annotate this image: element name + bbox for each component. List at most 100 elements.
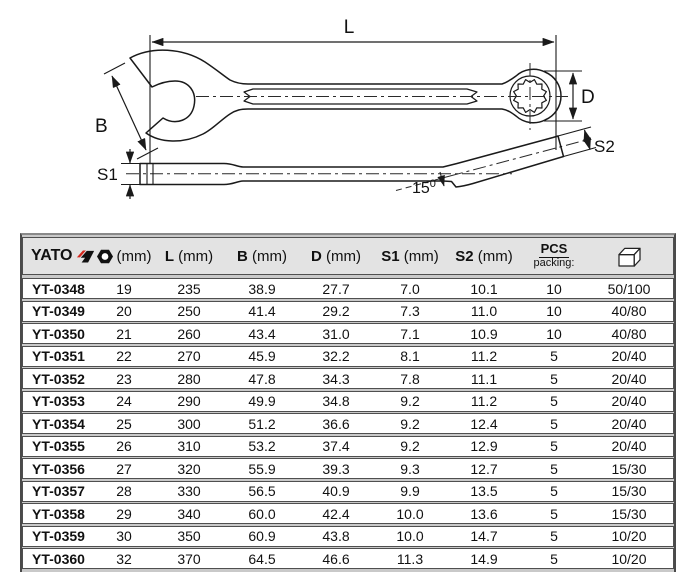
pcs-packing-value: 5 bbox=[550, 505, 558, 522]
carton-qty-value: 20/40 bbox=[611, 370, 647, 387]
s2-mm-value: 12.9 bbox=[470, 438, 498, 454]
d-mm-value: 34.8 bbox=[322, 393, 350, 409]
spec-table: YATO (mm) L (mm) B (mm) D (mm) S1 (mm) S bbox=[20, 233, 676, 572]
extension-lines bbox=[149, 35, 582, 163]
product-code: YT-0352 bbox=[32, 370, 85, 387]
b-mm-value: 43.4 bbox=[248, 325, 276, 342]
carton-qty-value: 10/20 bbox=[611, 528, 647, 544]
d-mm-value: 32.2 bbox=[322, 348, 350, 364]
s2-mm-value: 14.7 bbox=[470, 528, 498, 544]
carton-qty-value: 10/20 bbox=[611, 550, 647, 567]
s2-mm-value: 12.4 bbox=[470, 415, 498, 432]
product-code: YT-0357 bbox=[32, 483, 85, 499]
pcs-packing-value: 5 bbox=[550, 393, 558, 409]
s1-mm-value: 11.3 bbox=[396, 550, 424, 567]
s1-mm-value: 9.2 bbox=[400, 415, 420, 432]
carton-qty-value: 20/40 bbox=[611, 348, 647, 364]
pcs-packing-value: 5 bbox=[550, 550, 558, 567]
label-angle-sup: 0 bbox=[430, 178, 436, 190]
b-mm-value: 56.5 bbox=[248, 483, 276, 499]
label-angle: 15 bbox=[412, 180, 430, 197]
pcs-packing-value: 10 bbox=[546, 280, 562, 297]
size-mm-value: 25 bbox=[116, 415, 132, 432]
b-mm-value: 45.9 bbox=[248, 348, 276, 364]
s1-mm-value: 8.1 bbox=[400, 348, 420, 364]
header-S1: S1 (mm) bbox=[381, 247, 439, 265]
s2-mm-value: 10.1 bbox=[470, 280, 498, 297]
dimension-S2: S2 bbox=[557, 126, 615, 158]
table-row: YT-0358 29 340 60.0 42.4 10.0 13.6 5 15/… bbox=[22, 503, 674, 524]
s2-mm-value: 13.5 bbox=[470, 483, 498, 499]
d-mm-value: 36.6 bbox=[322, 415, 350, 432]
label-L: L bbox=[344, 17, 355, 38]
b-mm-value: 60.9 bbox=[248, 528, 276, 544]
b-mm-value: 64.5 bbox=[248, 550, 276, 567]
product-code: YT-0356 bbox=[32, 460, 85, 477]
header-S2: S2 (mm) bbox=[455, 247, 513, 265]
table-row: YT-0353 24 290 49.9 34.8 9.2 11.2 5 20/4… bbox=[22, 390, 674, 412]
table-row: YT-0359 30 350 60.9 43.8 10.0 14.7 5 10/… bbox=[22, 525, 674, 547]
d-mm-value: 39.3 bbox=[322, 460, 350, 477]
table-row: YT-0355 26 310 53.2 37.4 9.2 12.9 5 20/4… bbox=[22, 435, 674, 457]
table-row: YT-0349 20 250 41.4 29.2 7.3 11.0 10 40/… bbox=[22, 300, 674, 322]
product-code: YT-0349 bbox=[32, 303, 85, 319]
pcs-packing-value: 5 bbox=[550, 483, 558, 499]
s1-mm-value: 7.8 bbox=[400, 370, 420, 387]
yato-logo-text: YATO bbox=[31, 247, 73, 264]
size-mm-value: 30 bbox=[116, 528, 132, 544]
size-mm-value: 27 bbox=[116, 460, 132, 477]
table-header-row: YATO (mm) L (mm) B (mm) D (mm) S1 (mm) S bbox=[22, 237, 674, 275]
l-mm-value: 300 bbox=[177, 415, 201, 432]
dimension-B: B bbox=[95, 62, 159, 160]
d-mm-value: 29.2 bbox=[322, 303, 350, 319]
size-mm-value: 19 bbox=[116, 280, 132, 297]
d-mm-value: 46.6 bbox=[322, 550, 350, 567]
size-mm-value: 32 bbox=[116, 550, 132, 567]
dimension-D: D bbox=[568, 72, 595, 120]
b-mm-value: 55.9 bbox=[248, 460, 276, 477]
svg-text:150: 150 bbox=[412, 178, 436, 197]
s1-mm-value: 9.3 bbox=[400, 460, 420, 477]
d-mm-value: 27.7 bbox=[322, 280, 350, 297]
s2-mm-value: 11.0 bbox=[470, 303, 498, 319]
s1-mm-value: 7.1 bbox=[400, 325, 420, 342]
l-mm-value: 350 bbox=[177, 528, 201, 544]
carton-qty-value: 20/40 bbox=[611, 393, 647, 409]
wrench-top-view bbox=[129, 49, 562, 142]
pcs-packing-value: 5 bbox=[550, 370, 558, 387]
angle-annotation: 150 bbox=[412, 171, 445, 197]
l-mm-value: 290 bbox=[177, 393, 201, 409]
carton-qty-value: 40/80 bbox=[611, 303, 647, 319]
wrench-diagram-svg: L D B S1 bbox=[95, 17, 615, 199]
d-mm-value: 42.4 bbox=[322, 505, 350, 522]
s2-mm-value: 11.2 bbox=[470, 348, 498, 364]
size-mm-value: 22 bbox=[116, 348, 132, 364]
product-code: YT-0353 bbox=[32, 393, 85, 409]
carton-qty-value: 15/30 bbox=[611, 505, 647, 522]
s1-mm-value: 9.2 bbox=[400, 438, 420, 454]
yato-logo-icon bbox=[76, 249, 94, 263]
dimension-L: L bbox=[151, 17, 555, 47]
brand-cell: YATO bbox=[23, 248, 95, 264]
b-mm-value: 49.9 bbox=[248, 393, 276, 409]
pcs-packing-value: 10 bbox=[546, 303, 562, 319]
s2-mm-value: 11.1 bbox=[470, 370, 498, 387]
carton-qty-value: 20/40 bbox=[611, 415, 647, 432]
l-mm-value: 270 bbox=[177, 348, 201, 364]
table-row: YT-0348 19 235 38.9 27.7 7.0 10.1 10 50/… bbox=[22, 278, 674, 299]
product-code: YT-0354 bbox=[32, 415, 85, 432]
label-B: B bbox=[95, 116, 108, 137]
b-mm-value: 51.2 bbox=[248, 415, 276, 432]
label-S2: S2 bbox=[594, 137, 615, 156]
table-row: YT-0351 22 270 45.9 32.2 8.1 11.2 5 20/4… bbox=[22, 345, 674, 367]
s1-mm-value: 10.0 bbox=[396, 528, 424, 544]
pcs-packing-value: 5 bbox=[550, 460, 558, 477]
table-row: YT-0350 21 260 43.4 31.0 7.1 10.9 10 40/… bbox=[22, 323, 674, 344]
pcs-packing-value: 5 bbox=[550, 528, 558, 544]
size-mm-value: 26 bbox=[116, 438, 132, 454]
product-code: YT-0358 bbox=[32, 505, 85, 522]
pcs-packing-value: 10 bbox=[546, 325, 562, 342]
size-mm-value: 21 bbox=[116, 325, 132, 342]
carton-qty-value: 20/40 bbox=[611, 438, 647, 454]
size-mm-value: 28 bbox=[116, 483, 132, 499]
